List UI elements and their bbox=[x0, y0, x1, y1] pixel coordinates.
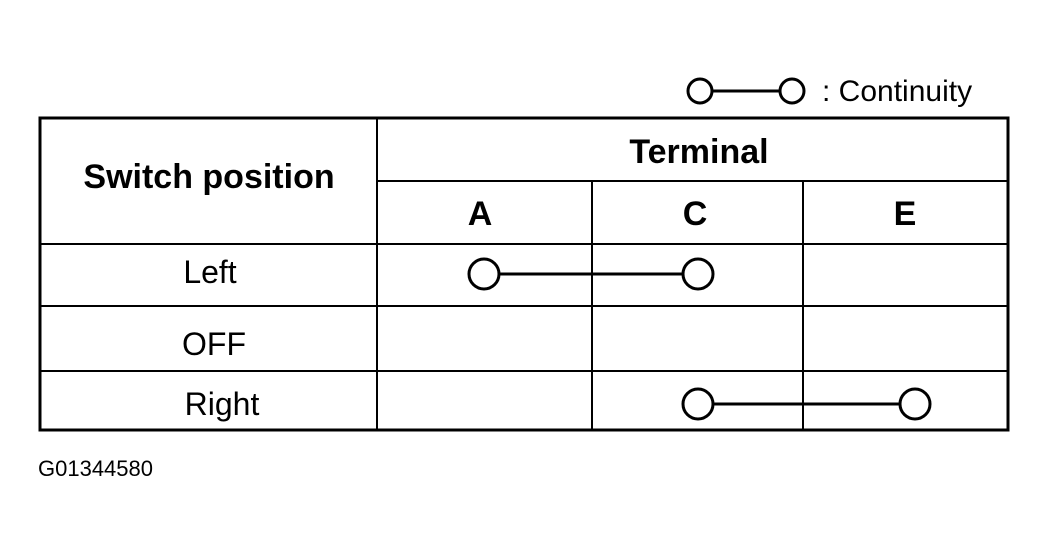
terminal-e-label: E bbox=[893, 195, 917, 233]
row-label-left: Left bbox=[183, 254, 237, 290]
terminal-node-c bbox=[681, 257, 715, 291]
row-label-off: OFF bbox=[182, 326, 246, 362]
header-terminal: Terminal bbox=[629, 133, 769, 171]
row-label-right: Right bbox=[184, 386, 260, 422]
terminal-node-c bbox=[681, 387, 715, 421]
table-grid bbox=[38, 116, 1010, 432]
terminal-a-label: A bbox=[467, 195, 493, 233]
header-switch-position: Switch position bbox=[83, 158, 335, 196]
legend-label: : Continuity bbox=[822, 75, 973, 108]
terminal-node-e bbox=[898, 387, 932, 421]
continuity-connections bbox=[467, 257, 932, 421]
terminal-c-label: C bbox=[682, 195, 708, 233]
continuity-legend: : Continuity bbox=[684, 72, 1014, 112]
table-border bbox=[38, 116, 1010, 432]
continuity-table: Switch position Terminal A C E Left OFF … bbox=[38, 116, 1010, 432]
continuity-symbol bbox=[686, 77, 806, 105]
terminal-node-a bbox=[467, 257, 501, 291]
figure-id: G01344580 bbox=[38, 456, 153, 481]
